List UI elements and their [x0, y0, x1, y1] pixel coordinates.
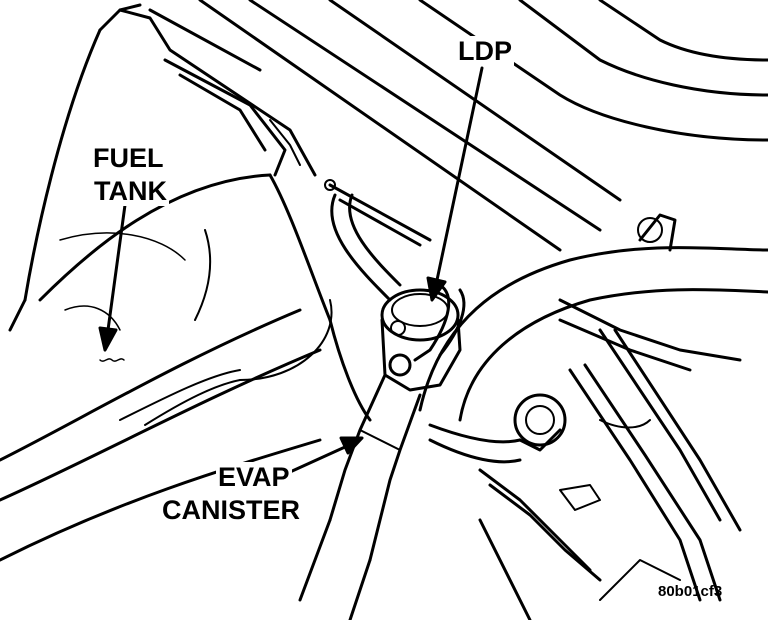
- canister-label: CANISTER: [160, 495, 303, 525]
- evap-label: EVAP: [216, 462, 292, 492]
- fuel-tank-leader-line: [106, 203, 127, 332]
- fuel-tank-drawing: [0, 3, 372, 562]
- large-pipe: [418, 246, 768, 464]
- evap-arrowhead: [339, 436, 364, 455]
- leak-detection-pump: [330, 193, 466, 392]
- figure-id: 80b01cf3: [658, 583, 723, 600]
- frame-rails: [148, 0, 768, 252]
- callout-arrows: [98, 66, 484, 484]
- evap-canister-drawing: [298, 373, 422, 620]
- tank-label: TANK: [92, 176, 169, 206]
- ldp-label: LDP: [456, 36, 514, 66]
- ldp-leader-line: [435, 66, 484, 282]
- fuel-lines: [478, 213, 742, 620]
- ldp-arrowhead: [426, 276, 447, 302]
- fuel-label: FUEL: [91, 143, 166, 173]
- fuel-tank-arrowhead: [98, 326, 118, 352]
